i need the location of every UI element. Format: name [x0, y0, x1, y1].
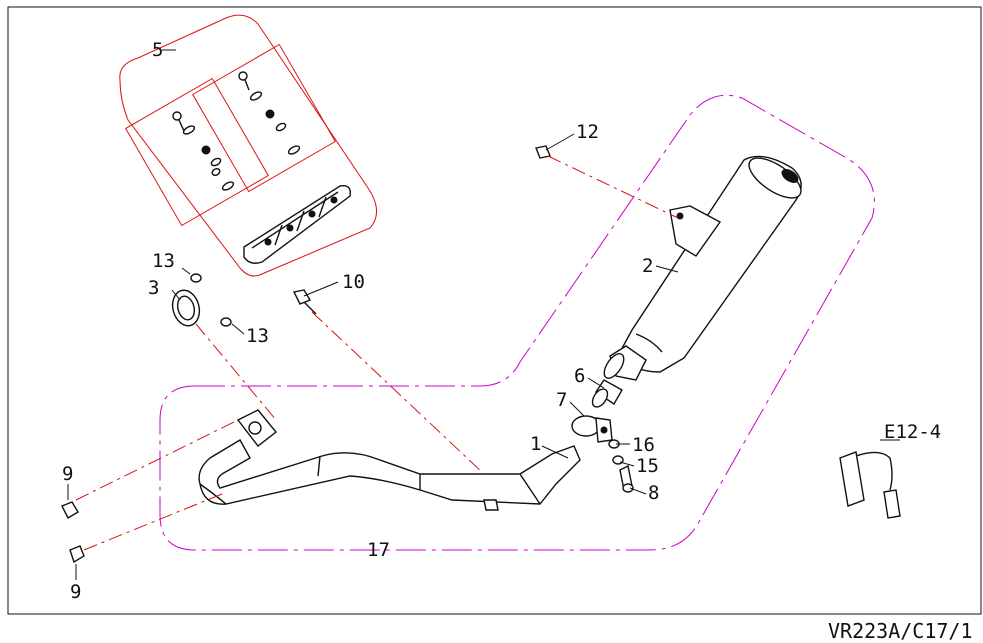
callout-1: 1: [530, 433, 541, 455]
clamp-hardware: [608, 439, 634, 493]
heat-shield-bracket: [243, 185, 351, 264]
callout-13-top: 13: [152, 250, 175, 272]
callout-7: 7: [556, 389, 567, 411]
drawing-frame: [7, 6, 982, 615]
callout-16: 16: [632, 434, 655, 456]
callout-5: 5: [152, 39, 163, 61]
callout-8: 8: [648, 482, 659, 504]
kit-small-parts: [172, 71, 301, 191]
callout-10: 10: [342, 271, 365, 293]
callout-13-bottom: 13: [246, 325, 269, 347]
clamp-7: [571, 415, 613, 443]
nut-9-top: [61, 501, 79, 519]
callout-2: 2: [642, 255, 653, 277]
nut-13-top: [190, 273, 202, 283]
oxygen-sensor: [839, 451, 901, 519]
assembly-leaders: [75, 155, 679, 551]
callout-6: 6: [574, 365, 585, 387]
callout-e12-4: E12-4: [884, 421, 941, 443]
callout-17: 17: [367, 539, 390, 561]
bolt-12: [535, 145, 551, 159]
group-outline-17: [159, 94, 875, 551]
drawing-code: VR223A/C17/1: [828, 619, 973, 643]
nut-9-bottom: [69, 545, 85, 564]
seal-ring-3: [171, 289, 201, 327]
kit-box-right: [192, 43, 336, 193]
bolt-10: [292, 289, 317, 315]
muffler: [603, 155, 802, 381]
header-pipe: [198, 409, 581, 511]
kit-box-left: [125, 77, 269, 227]
callout-9-bottom: 9: [70, 581, 81, 603]
callout-leaders: [67, 49, 900, 580]
kit-outline-5: [119, 14, 377, 277]
callout-9-top: 9: [62, 463, 73, 485]
callout-3: 3: [148, 277, 159, 299]
gasket-6: [591, 379, 623, 408]
callout-15: 15: [636, 455, 659, 477]
callout-12: 12: [576, 121, 599, 143]
nut-13-bottom: [220, 317, 232, 327]
